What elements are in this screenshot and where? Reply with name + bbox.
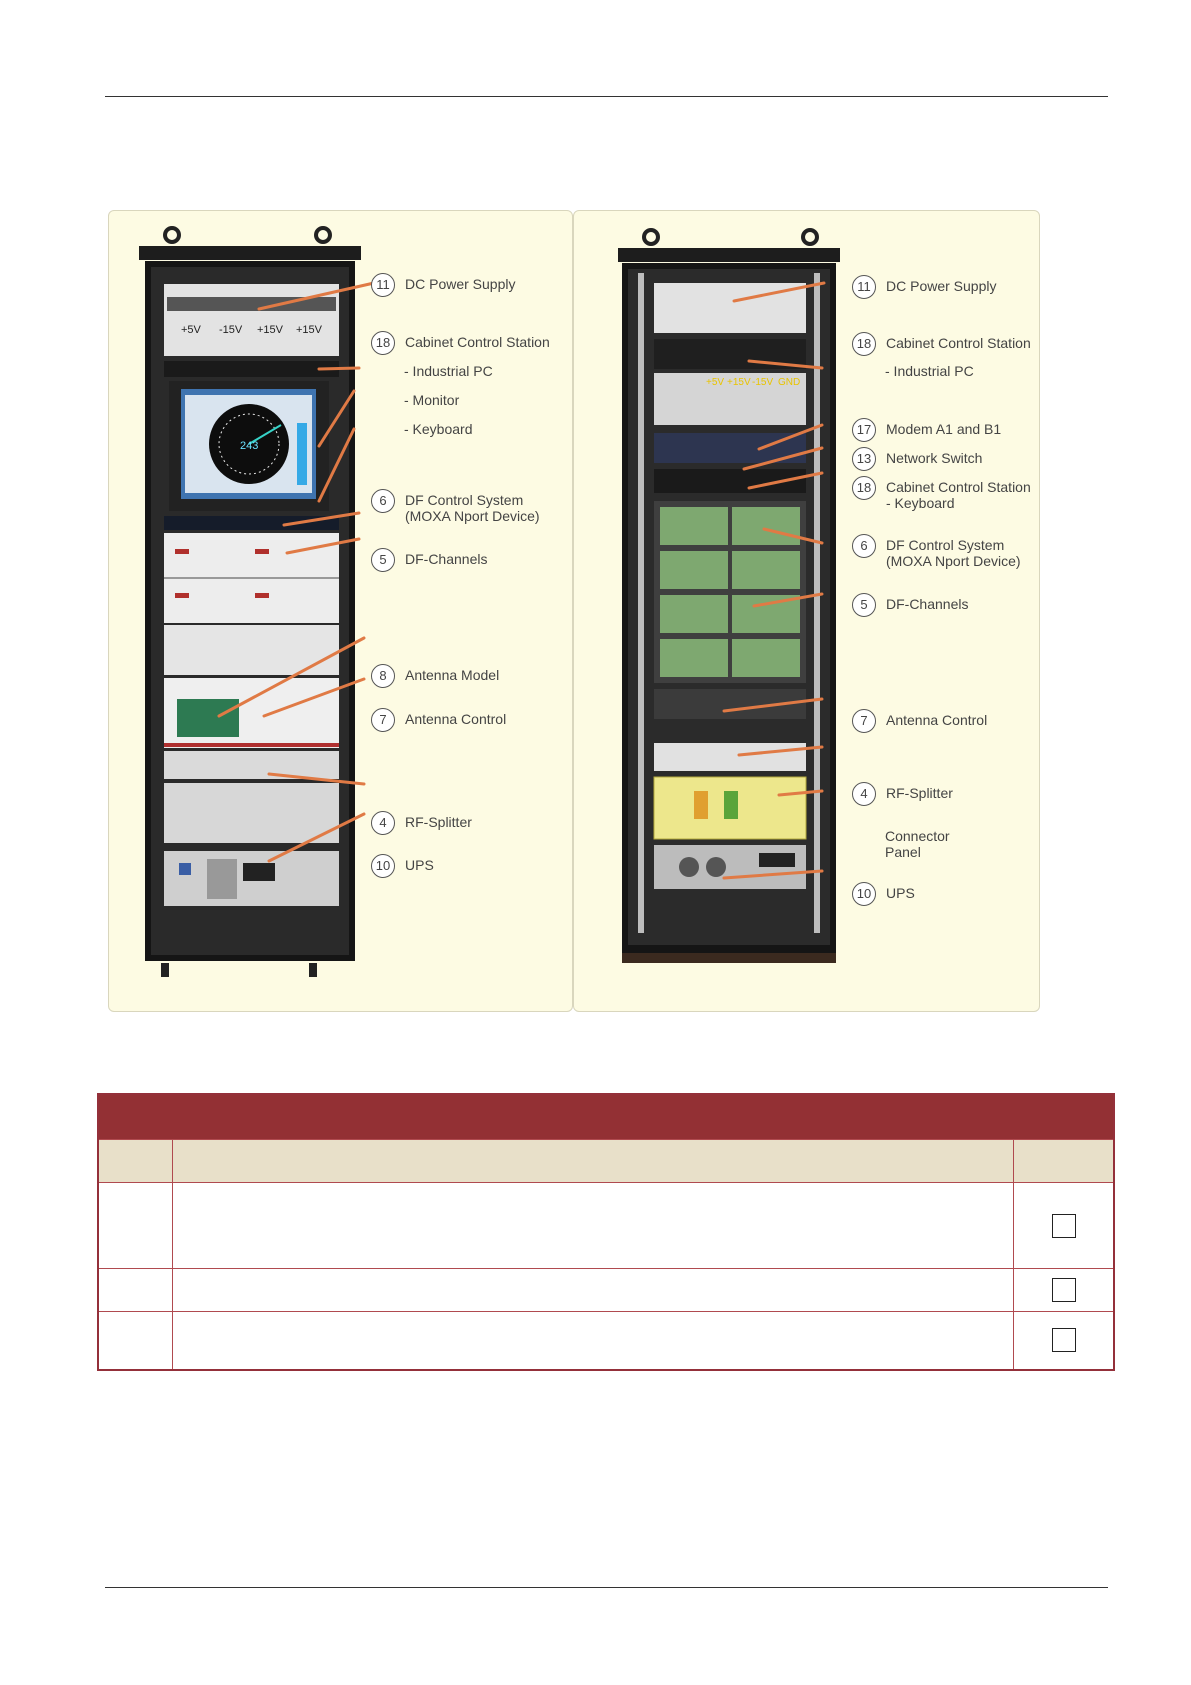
voltage-label: +15V — [257, 324, 284, 336]
table-title-bar — [98, 1094, 1114, 1140]
checkbox[interactable] — [1051, 1278, 1076, 1302]
rear-cabinet-photo: +5V +15V -15V GND — [618, 228, 840, 963]
front-voltage-labels: +5V -15V +15V +15V — [181, 324, 323, 336]
rear-voltage-labels: +5V +15V -15V GND — [706, 377, 800, 388]
sub-item-monitor: - Monitor — [404, 392, 460, 408]
sub-item-industrial-pc: - Industrial PC — [404, 363, 493, 379]
table-cell — [172, 1268, 1014, 1312]
column-header — [172, 1139, 1014, 1183]
table-cell — [97, 1182, 173, 1269]
front-cabinet-figure: +5V -15V +15V +15V 243 — [108, 210, 573, 1012]
table-column-header-row — [97, 1139, 1115, 1183]
table-cell — [1013, 1311, 1115, 1370]
checklist-table — [97, 1093, 1115, 1371]
voltage-label: -15V — [752, 377, 773, 388]
table-row — [97, 1182, 1115, 1269]
table-cell — [1013, 1268, 1115, 1312]
header-rule — [105, 96, 1108, 97]
table-cell — [97, 1268, 173, 1312]
table-cell — [172, 1182, 1014, 1269]
sub-item-keyboard: - Keyboard — [404, 421, 473, 437]
checkbox[interactable] — [1051, 1213, 1076, 1238]
front-cabinet-photo: +5V -15V +15V +15V 243 — [139, 226, 376, 977]
footer-rule — [105, 1587, 1108, 1588]
column-header — [97, 1139, 173, 1183]
sub-item-industrial-pc: - Industrial PC — [885, 363, 974, 379]
table-row — [97, 1311, 1115, 1370]
table-cell — [97, 1311, 173, 1370]
voltage-label: +5V — [181, 324, 202, 336]
voltage-label: +15V — [727, 377, 751, 388]
voltage-label: GND — [778, 377, 800, 388]
table-row — [97, 1268, 1115, 1312]
checkbox[interactable] — [1051, 1328, 1076, 1353]
column-header — [1013, 1139, 1115, 1183]
table-cell — [172, 1311, 1014, 1370]
connector-panel-label: Connector Panel — [885, 828, 950, 860]
display-readout: 243 — [240, 440, 258, 452]
rear-cabinet-figure: +5V +15V -15V GND — [573, 210, 1040, 1012]
voltage-label: -15V — [219, 324, 243, 336]
voltage-label: +5V — [706, 377, 724, 388]
table-cell — [1013, 1182, 1115, 1269]
voltage-label: +15V — [296, 324, 323, 336]
